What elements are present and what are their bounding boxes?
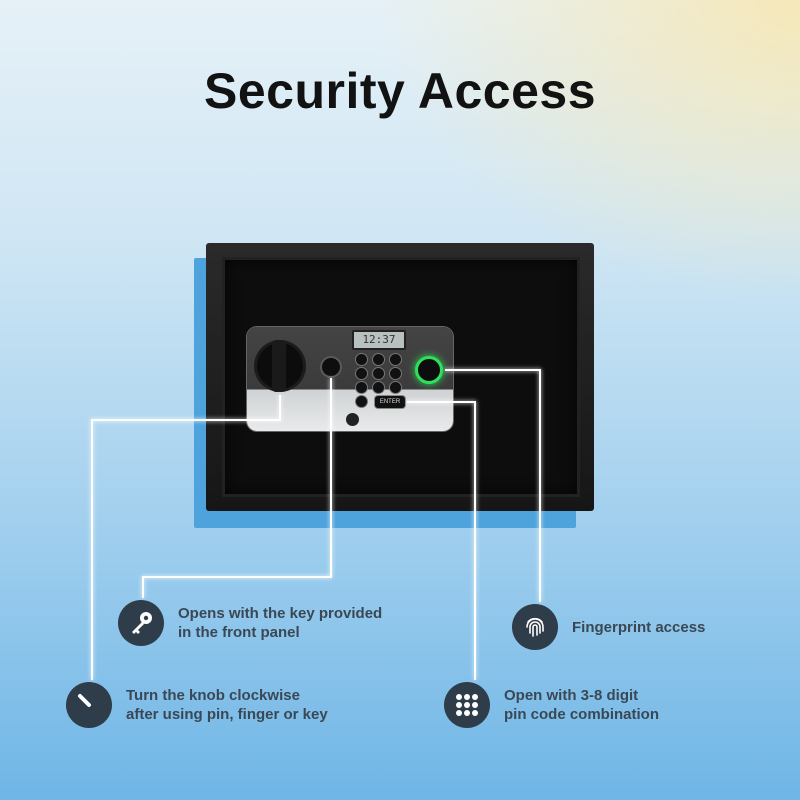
brand-logo xyxy=(346,413,359,426)
safe-display: 12:37 xyxy=(352,330,406,350)
keypad-key xyxy=(373,382,384,393)
callout-fingerprint-line1: Fingerprint access xyxy=(572,618,706,636)
pin-connector xyxy=(407,401,476,680)
keypad-key xyxy=(373,354,384,365)
fingerprint-icon xyxy=(512,604,558,650)
callout-knob-line1: Turn the knob clockwise xyxy=(126,687,300,704)
callout-pin-line2: pin code combination xyxy=(504,706,660,723)
callout-key-text: Opens with the key provided in the front… xyxy=(178,604,382,642)
callout-key-line1: Opens with the key provided xyxy=(178,605,383,622)
keypad-key xyxy=(390,368,401,379)
key-connector xyxy=(142,378,332,598)
callout-key-line2: in the front panel xyxy=(178,624,300,641)
callout-pin: Open with 3-8 digit pin code combination xyxy=(444,682,659,728)
callout-pin-line1: Open with 3-8 digit xyxy=(504,687,639,704)
safe-knob-handle xyxy=(272,340,286,392)
keypad-key xyxy=(390,354,401,365)
keyhole xyxy=(322,358,340,376)
key-icon xyxy=(118,600,164,646)
keypad-key xyxy=(373,368,384,379)
callout-knob: Turn the knob clockwise after using pin,… xyxy=(66,682,328,728)
keypad-key xyxy=(390,382,401,393)
keypad-key xyxy=(356,382,367,393)
callout-pin-text: Open with 3-8 digit pin code combination xyxy=(504,686,659,724)
callout-key: Opens with the key provided in the front… xyxy=(118,600,382,646)
knob-icon xyxy=(66,682,112,728)
callout-knob-text: Turn the knob clockwise after using pin,… xyxy=(126,686,328,724)
keypad-key xyxy=(356,368,367,379)
page-title: Security Access xyxy=(204,63,596,119)
knob-connector xyxy=(91,395,281,680)
keypad-icon xyxy=(444,682,490,728)
keypad-key xyxy=(356,396,367,407)
callout-fingerprint-text: Fingerprint access xyxy=(572,618,705,637)
fingerprint-sensor xyxy=(415,356,443,384)
callout-knob-line2: after using pin, finger or key xyxy=(126,706,328,723)
fingerprint-connector xyxy=(445,369,541,602)
keypad-key xyxy=(356,354,367,365)
callout-fingerprint: Fingerprint access xyxy=(512,604,705,650)
enter-button: ENTER xyxy=(375,396,405,408)
